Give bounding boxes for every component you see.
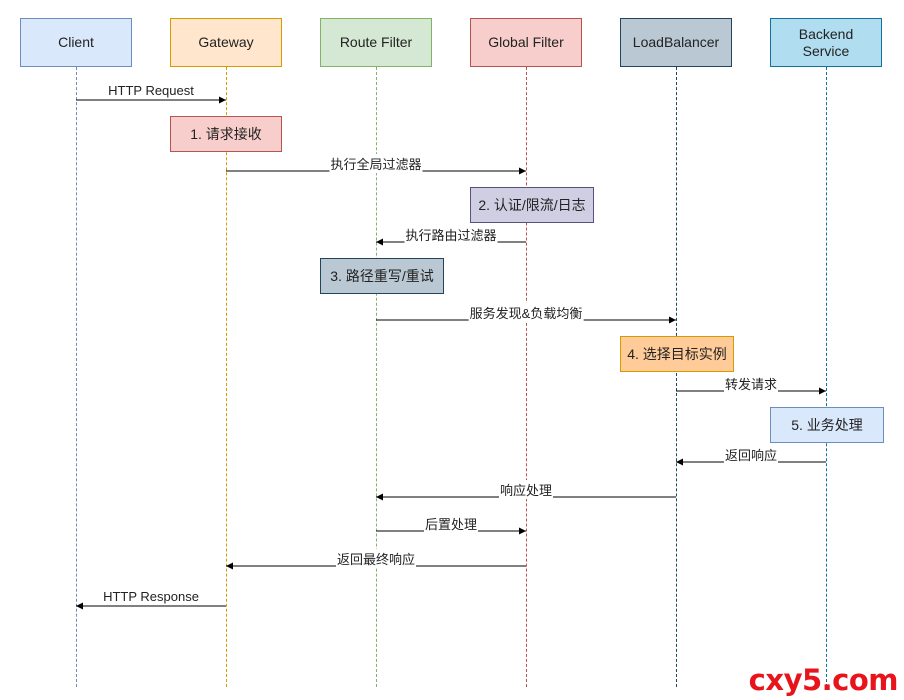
lifeline-gateway [226,67,227,687]
participant-global-filter: Global Filter [470,18,582,67]
participant-route-filter: Route Filter [320,18,432,67]
lifeline-client [76,67,77,687]
step-2-box: 2. 认证/限流/日志 [470,187,594,223]
message-label: HTTP Response [102,589,200,604]
participant-label: Client [58,34,94,50]
participant-backend-service: Backend Service [770,18,882,67]
step-label: 3. 路径重写/重试 [330,268,434,284]
message-label: 响应处理 [498,480,554,499]
participant-gateway: Gateway [170,18,282,67]
participant-label: Backend Service [798,25,854,59]
message-label: 服务发现&负载均衡 [468,303,584,322]
message-label: 后置处理 [423,514,479,533]
step-1-box: 1. 请求接收 [170,116,282,152]
participant-label: Gateway [198,34,254,50]
participant-client: Client [20,18,132,67]
message-label: 转发请求 [723,374,779,393]
message-label: 执行路由过滤器 [404,225,498,244]
lifeline-load-balancer [676,67,677,687]
step-label: 1. 请求接收 [190,126,262,142]
watermark-text: cxy5.com [748,663,899,697]
lifeline-route-filter [376,67,377,687]
step-label: 5. 业务处理 [791,417,863,433]
step-label: 4. 选择目标实例 [627,346,727,362]
step-5-box: 5. 业务处理 [770,407,884,443]
participant-label: Global Filter [488,34,564,50]
step-3-box: 3. 路径重写/重试 [320,258,444,294]
message-label: HTTP Request [107,83,195,98]
step-4-box: 4. 选择目标实例 [620,336,734,372]
step-label: 2. 认证/限流/日志 [478,197,586,213]
lifeline-global-filter [526,67,527,687]
participant-label: LoadBalancer [632,34,720,50]
message-label: 执行全局过滤器 [329,154,423,173]
participant-load-balancer: LoadBalancer [620,18,732,67]
participant-label: Route Filter [339,34,413,50]
lifeline-backend-service [826,67,827,687]
message-label: 返回最终响应 [335,549,417,568]
message-label: 返回响应 [723,445,779,464]
